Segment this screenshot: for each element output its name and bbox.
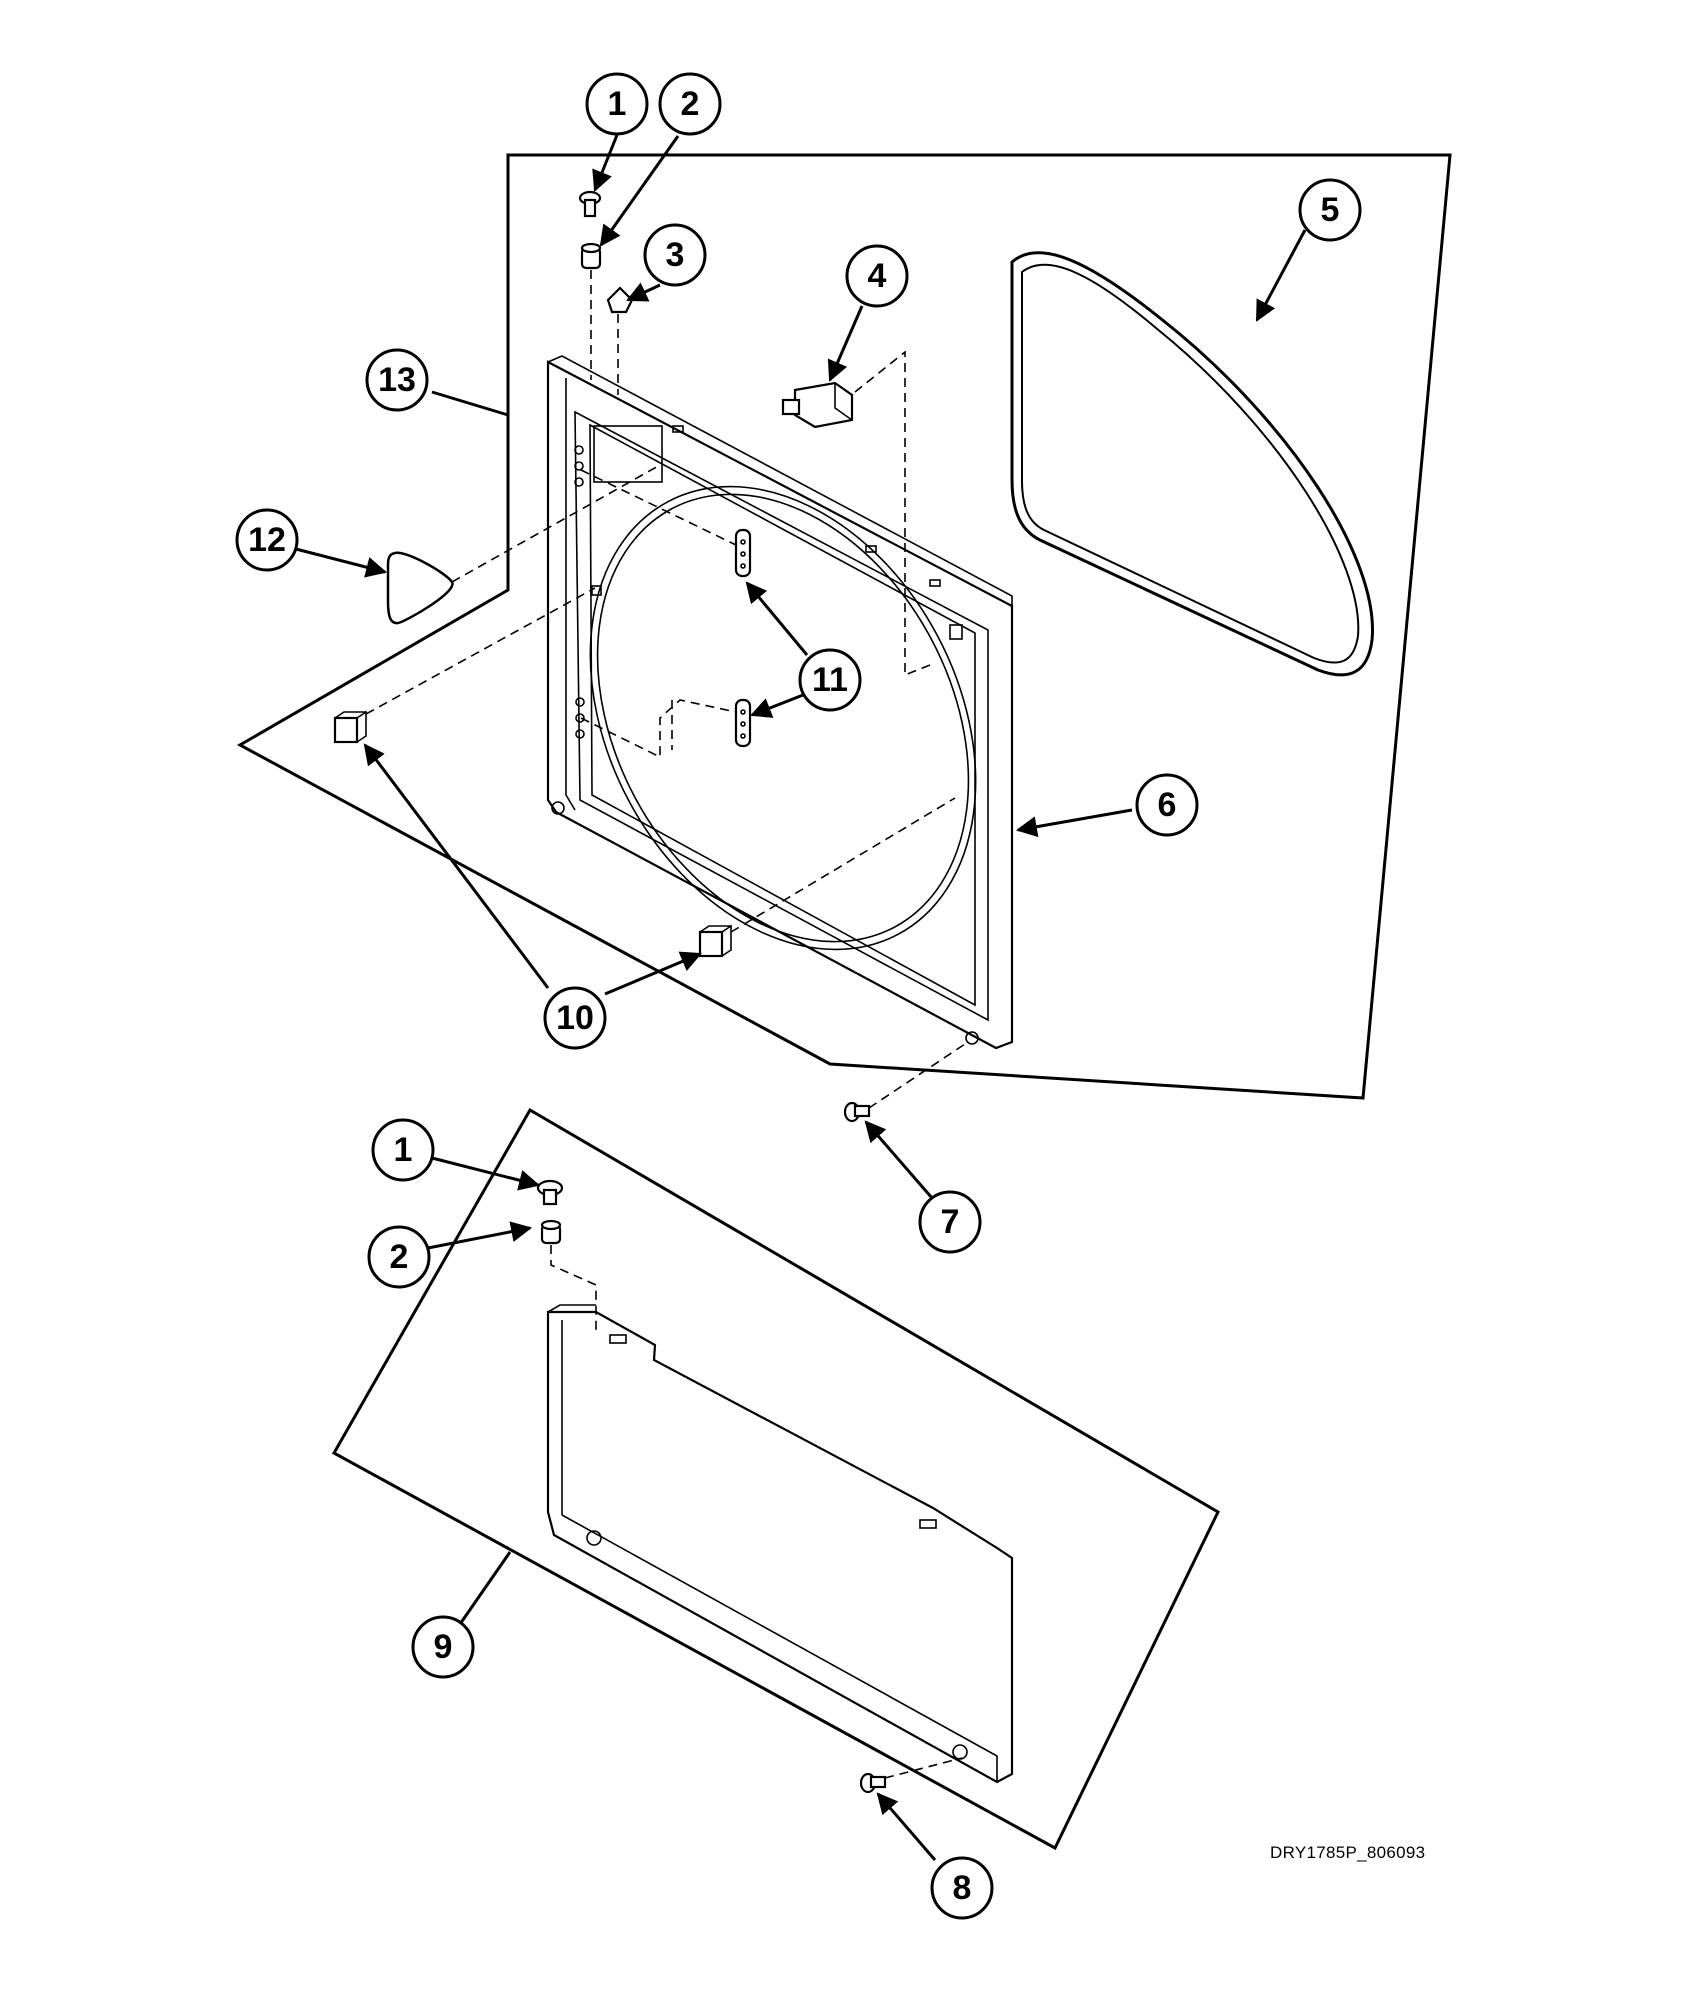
door-gasket — [1010, 251, 1374, 677]
callout-8: 8 — [930, 1856, 994, 1920]
lower-front-panel — [546, 1304, 1014, 1784]
callout-9: 9 — [411, 1615, 475, 1679]
callout-1-bottom: 1 — [371, 1118, 435, 1182]
callout-1-top: 1 — [585, 72, 649, 136]
svg-text:4: 4 — [868, 257, 887, 295]
lower-assembly-plane — [331, 1107, 1220, 1851]
callout-7: 7 — [918, 1190, 982, 1254]
clip — [606, 286, 634, 314]
callout-10: 10 — [543, 986, 607, 1050]
svg-text:1: 1 — [608, 85, 627, 123]
svg-text:9: 9 — [434, 1628, 453, 1666]
callout-2-bottom: 2 — [367, 1225, 431, 1289]
callout-2-top: 2 — [658, 72, 722, 136]
svg-text:13: 13 — [378, 361, 416, 399]
callout-5: 5 — [1298, 178, 1362, 242]
screw-lower-panel — [859, 1772, 887, 1794]
washer-top — [580, 242, 602, 270]
svg-text:3: 3 — [666, 236, 685, 274]
door-switch — [781, 350, 931, 677]
svg-text:10: 10 — [556, 999, 594, 1037]
panel-clip-left — [333, 710, 367, 744]
door-bumper-lower — [734, 698, 752, 748]
drawing-code: DRY1785P_806093 — [1270, 1843, 1426, 1862]
screw-top — [578, 190, 602, 218]
washer-bottom — [540, 1219, 562, 1245]
door-opening — [589, 485, 977, 951]
callout-6: 6 — [1135, 773, 1199, 837]
panel-clip-right — [698, 924, 732, 958]
screw-panel — [843, 1101, 871, 1123]
upper-assembly-plane — [236, 153, 1452, 1100]
screw-bottom — [536, 1179, 564, 1206]
svg-text:2: 2 — [681, 85, 700, 123]
svg-text:1: 1 — [394, 1131, 413, 1169]
callout-13: 13 — [365, 348, 429, 412]
svg-text:7: 7 — [941, 1203, 960, 1241]
callout-12: 12 — [235, 508, 299, 572]
callout-11: 11 — [798, 648, 862, 712]
svg-text:6: 6 — [1158, 786, 1177, 824]
door-bumper-upper — [734, 528, 752, 578]
callout-3: 3 — [643, 223, 707, 287]
svg-text:8: 8 — [953, 1869, 972, 1907]
svg-text:2: 2 — [390, 1238, 409, 1276]
svg-text:11: 11 — [812, 661, 848, 699]
svg-text:5: 5 — [1321, 191, 1340, 229]
callout-4: 4 — [845, 244, 909, 308]
svg-text:12: 12 — [248, 521, 286, 559]
triangle-cover — [386, 551, 454, 625]
